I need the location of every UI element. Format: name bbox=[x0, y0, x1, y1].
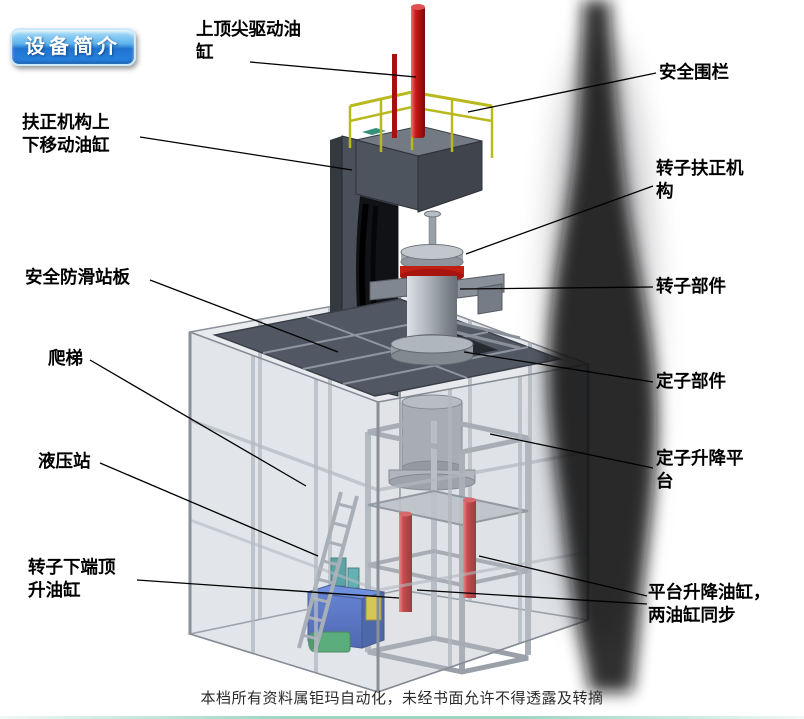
label-rotor-bottom-jack-cylinder: 转子下端顶升油缸 bbox=[28, 558, 116, 601]
leader-stator-component bbox=[463, 351, 654, 383]
leader-platform-cyl-1 bbox=[478, 555, 648, 597]
bottom-accent-line bbox=[0, 716, 804, 719]
label-hydraulic-station: 液压站 bbox=[38, 452, 91, 472]
label-centering-updown-cylinder: 扶正机构上下移动油缸 bbox=[22, 113, 110, 156]
label-safety-fence: 安全围栏 bbox=[659, 63, 729, 83]
leader-rotor-component bbox=[459, 286, 654, 290]
leader-hydraulic-station bbox=[99, 462, 319, 557]
label-ladder: 爬梯 bbox=[48, 349, 83, 369]
enclosure-front bbox=[188, 330, 590, 694]
head-assembly bbox=[355, 125, 483, 213]
leader-stator-lift-platform bbox=[489, 433, 654, 469]
leader-centering-updown-cylinder bbox=[139, 136, 353, 171]
leader-safety-fence bbox=[467, 72, 657, 113]
leader-antislip-platform bbox=[149, 279, 339, 353]
label-rotor-centering-mechanism: 转子扶正机构 bbox=[656, 159, 744, 202]
label-top-center-drive-cylinder: 上顶尖驱动油缸 bbox=[196, 20, 301, 63]
label-stator-component: 定子部件 bbox=[656, 372, 726, 392]
rotor-assembly bbox=[369, 210, 505, 366]
label-antislip-platform: 安全防滑站板 bbox=[25, 268, 130, 288]
leader-rotor-centering-mechanism bbox=[465, 185, 654, 255]
label-stator-lift-platform: 定子升降平台 bbox=[656, 449, 744, 492]
label-platform-lift-cylinders: 平台升降油缸，两油缸同步 bbox=[648, 583, 771, 626]
leader-platform-cyl-2 bbox=[416, 589, 648, 605]
leader-top-center-drive-cylinder bbox=[249, 61, 417, 78]
footer-copyright: 本档所有资料属钜玛自动化，未经书面允许不得透露及转摘 bbox=[200, 689, 604, 707]
shadow-artifact bbox=[545, 0, 657, 692]
leader-lines bbox=[89, 61, 657, 605]
top-drive-cylinder-3d bbox=[392, 4, 425, 138]
title-badge: 设备简介 bbox=[10, 28, 136, 66]
label-rotor-component: 转子部件 bbox=[656, 277, 726, 297]
leader-ladder bbox=[89, 359, 307, 487]
leader-rotor-bottom-jack bbox=[136, 579, 400, 599]
